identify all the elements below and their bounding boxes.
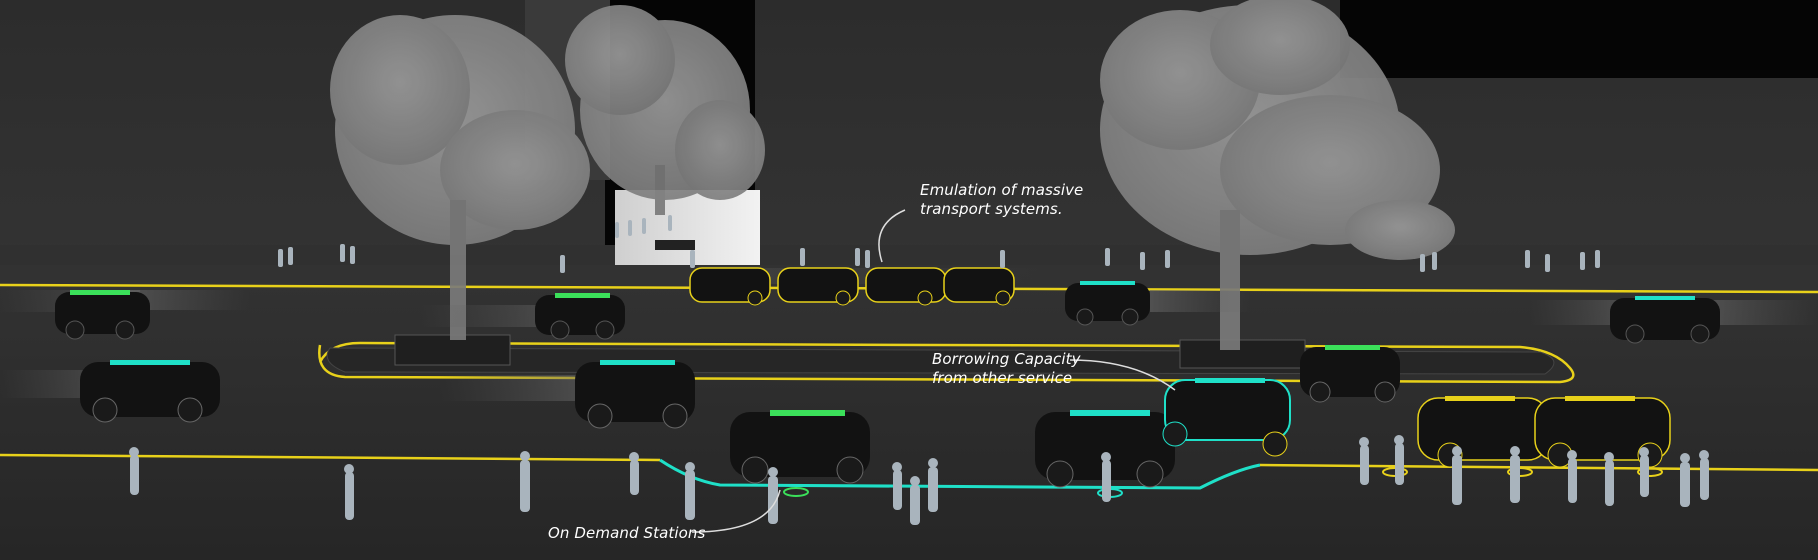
callout-borrowing: Borrowing Capacity from other service <box>932 350 1081 388</box>
callout-leader-emulation <box>878 209 906 263</box>
callout-leader-on-demand <box>691 489 781 533</box>
vehicle-far-right <box>1610 296 1720 344</box>
vehicle-pair-right <box>1417 396 1671 468</box>
route-line-near-right <box>1259 463 1818 472</box>
vehicle-platoon <box>689 267 1015 306</box>
callout-emulation-line2: transport systems. <box>920 200 1063 218</box>
planter-left <box>394 334 511 366</box>
route-line-median <box>318 341 1575 384</box>
route-line-near-cyan <box>659 458 1261 490</box>
tree-right <box>1100 0 1455 350</box>
vehicle-far-center <box>1065 281 1150 326</box>
lit-wall <box>615 190 760 265</box>
callout-on-demand: On Demand Stations <box>548 524 705 543</box>
vehicle-borrowed <box>1162 378 1291 457</box>
vehicle-far-left <box>55 290 150 340</box>
vehicle-median-left <box>535 293 625 340</box>
tree-left <box>330 5 765 340</box>
callout-on-demand-line1: On Demand Stations <box>548 524 706 542</box>
vehicle-station-green <box>730 410 870 484</box>
dark-building-right <box>1340 0 1818 78</box>
vehicle-mid-center <box>575 360 695 429</box>
station-pad-left <box>783 487 809 497</box>
callout-borrowing-line1: Borrowing Capacity <box>932 350 1081 368</box>
pedestrians-far <box>278 215 1600 273</box>
callout-borrowing-line2: from other service <box>932 369 1073 387</box>
vehicle-median-right <box>1300 345 1400 403</box>
vehicle-station-cyan <box>1035 410 1175 488</box>
pedestrians-near <box>129 435 1709 525</box>
bench <box>655 240 695 250</box>
callout-emulation-line1: Emulation of massive <box>920 181 1084 199</box>
callout-leader-borrowing <box>1069 359 1176 391</box>
route-line-near-left <box>0 453 661 462</box>
callout-emulation: Emulation of massive transport systems. <box>920 181 1083 219</box>
vehicle-mid-left <box>80 360 220 423</box>
planter-right <box>1179 339 1306 369</box>
